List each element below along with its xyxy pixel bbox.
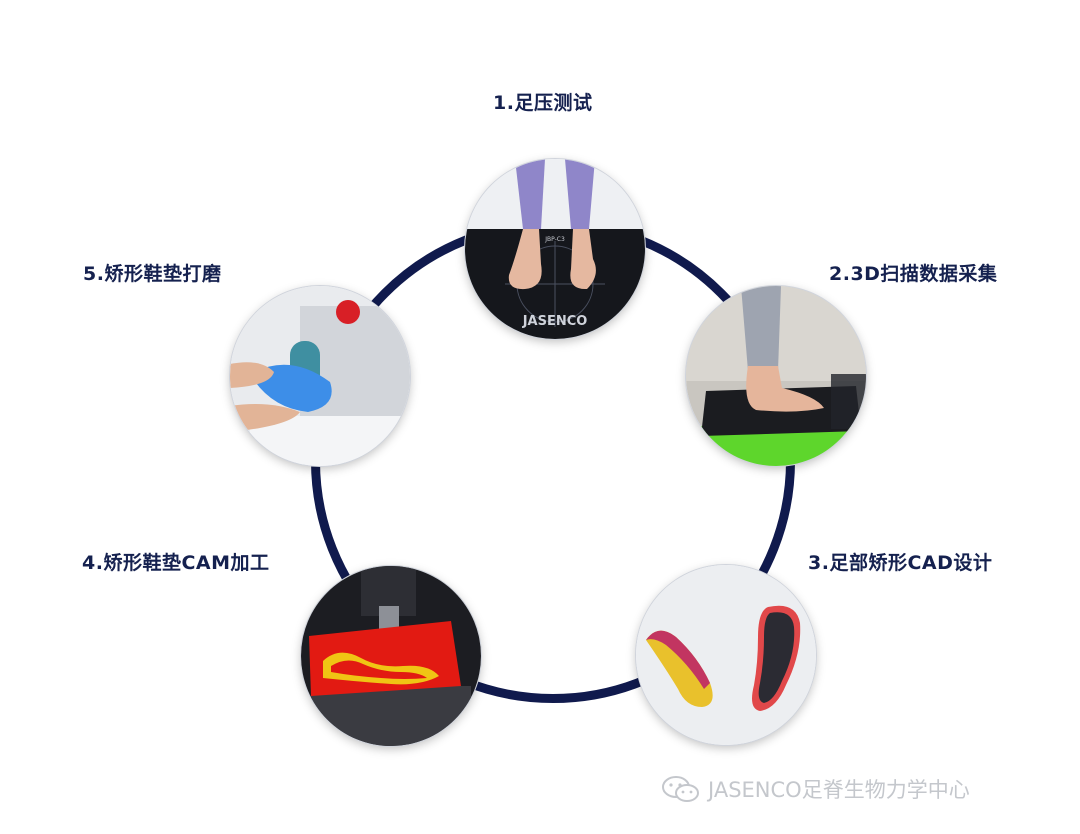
mat-model-text: JBP-C3 <box>544 236 565 243</box>
step-3-label: 3.足部矫形CAD设计 <box>808 552 993 574</box>
step-5-grinding-image <box>230 286 410 466</box>
cnc-milling-icon <box>301 566 481 746</box>
mat-brand-text: JASENCO <box>522 314 588 329</box>
foot-pressure-plate-icon: JBP-C3 JASENCO <box>465 159 645 339</box>
insole-grinding-icon <box>230 286 410 466</box>
watermark: JASENCO足脊生物力学中心 <box>660 774 970 804</box>
step-3-cad-design-image <box>636 565 816 745</box>
insole-cad-model-icon <box>636 565 816 745</box>
step-4-label: 4.矫形鞋垫CAM加工 <box>82 552 270 574</box>
watermark-text: JASENCO足脊生物力学中心 <box>708 778 970 802</box>
step-2-label: 2.3D扫描数据采集 <box>829 263 998 285</box>
step-5-label: 5.矫形鞋垫打磨 <box>83 263 222 285</box>
3d-foot-scanner-icon <box>686 286 866 466</box>
step-1-foot-pressure-image: JBP-C3 JASENCO <box>465 159 645 339</box>
step-2-3d-scan-image <box>686 286 866 466</box>
wechat-icon <box>662 776 699 802</box>
step-1-label: 1.足压测试 <box>493 92 593 114</box>
step-4-cam-machining-image <box>301 566 481 746</box>
